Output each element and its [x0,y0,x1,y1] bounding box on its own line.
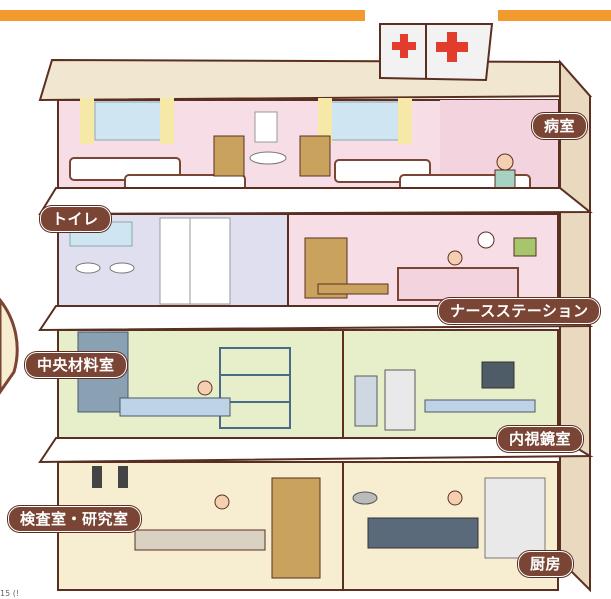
kitchen-cabinet [485,478,545,558]
label-lab-research: 検査室・研究室 [8,506,141,532]
exam-bed [425,400,535,412]
microscope [92,466,102,488]
researcher-figure [215,495,229,509]
floor-5-ward [58,98,558,197]
work-table [120,398,230,416]
decorative-circle-edge [0,300,17,392]
wash-basin [110,263,134,273]
label-nurse-station: ナースステーション [438,298,600,324]
ward-window-left [95,102,165,140]
microscope [118,466,128,488]
floor-slab [40,188,590,214]
floor-3 [58,330,558,438]
patient-figure [497,154,513,170]
first-aid-box [380,24,492,80]
nurse-counter [398,268,518,300]
nurse-figure [448,251,462,265]
header-bar-right [498,10,611,21]
corner-caption: 15 (! [0,589,19,598]
label-kitchen: 厨房 [518,551,573,577]
bedside-cabinet [300,136,330,176]
endoscopy-tower [385,370,415,430]
lab-bench [135,530,265,550]
sink [250,152,286,164]
ward-window-right [330,102,400,140]
cooking-pot [353,492,377,504]
desk [318,284,388,294]
wash-basin [76,263,100,273]
kitchen-counter [368,518,478,548]
label-toilet: トイレ [40,206,111,232]
cook-figure [448,491,462,505]
header-bar-left [0,10,365,21]
wall-clock [478,232,494,248]
staff-figure [198,381,212,395]
lab-bookshelf [272,478,320,578]
label-endoscopy: 内視鏡室 [497,426,583,452]
monitor [482,362,514,388]
label-central-supply: 中央材料室 [25,352,127,378]
bedside-cabinet [214,136,244,176]
label-ward: 病室 [532,113,587,139]
